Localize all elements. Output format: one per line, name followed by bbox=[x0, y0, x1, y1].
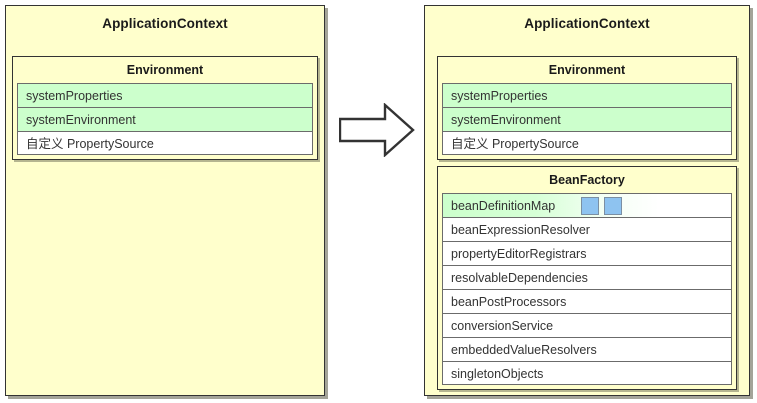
row-label: singletonObjects bbox=[451, 367, 544, 381]
list-item[interactable]: embeddedValueResolvers bbox=[442, 337, 732, 361]
list-item[interactable]: beanDefinitionMap bbox=[442, 193, 732, 217]
list-item[interactable]: singletonObjects bbox=[442, 361, 732, 385]
list-item[interactable]: conversionService bbox=[442, 313, 732, 337]
list-item[interactable]: 自定义 PropertySource bbox=[17, 131, 313, 155]
list-item[interactable]: systemEnvironment bbox=[17, 107, 313, 131]
list-item[interactable]: beanPostProcessors bbox=[442, 289, 732, 313]
environment-title-right: Environment bbox=[548, 63, 626, 77]
row-label: beanDefinitionMap bbox=[451, 199, 556, 213]
application-context-panel-right: ApplicationContext Environment systemPro… bbox=[424, 5, 750, 396]
environment-row-list-left: systemProperties systemEnvironment 自定义 P… bbox=[13, 83, 317, 159]
bean-square-icon bbox=[581, 197, 599, 215]
row-label: 自定义 PropertySource bbox=[26, 137, 154, 151]
panel-title-left: ApplicationContext bbox=[102, 16, 228, 31]
application-context-panel-left: ApplicationContext Environment systemPro… bbox=[5, 5, 325, 396]
list-item[interactable]: systemProperties bbox=[442, 83, 732, 107]
list-item[interactable]: propertyEditorRegistrars bbox=[442, 241, 732, 265]
environment-group-left: Environment systemProperties systemEnvir… bbox=[12, 56, 318, 160]
row-label: 自定义 PropertySource bbox=[451, 137, 579, 151]
environment-row-list-right: systemProperties systemEnvironment 自定义 P… bbox=[438, 83, 736, 159]
list-item[interactable]: systemProperties bbox=[17, 83, 313, 107]
row-label: systemProperties bbox=[26, 89, 123, 103]
row-label: systemEnvironment bbox=[451, 113, 561, 127]
environment-title-left: Environment bbox=[126, 63, 204, 77]
row-label: beanPostProcessors bbox=[451, 295, 567, 309]
bean-factory-title: BeanFactory bbox=[549, 173, 625, 187]
list-item[interactable]: systemEnvironment bbox=[442, 107, 732, 131]
row-label: systemProperties bbox=[451, 89, 548, 103]
bean-factory-row-list: beanDefinitionMap beanExpressionResolver… bbox=[438, 193, 736, 389]
transform-arrow-icon bbox=[339, 103, 415, 157]
row-label: propertyEditorRegistrars bbox=[451, 247, 587, 261]
row-label: systemEnvironment bbox=[26, 113, 136, 127]
list-item[interactable]: beanExpressionResolver bbox=[442, 217, 732, 241]
list-item[interactable]: 自定义 PropertySource bbox=[442, 131, 732, 155]
bean-factory-group: BeanFactory beanDefinitionMap beanExpres… bbox=[437, 166, 737, 390]
panel-title-right: ApplicationContext bbox=[524, 16, 650, 31]
environment-group-right: Environment systemProperties systemEnvir… bbox=[437, 56, 737, 160]
row-label: embeddedValueResolvers bbox=[451, 343, 597, 357]
row-label: beanExpressionResolver bbox=[451, 223, 590, 237]
row-label: conversionService bbox=[451, 319, 554, 333]
list-item[interactable]: resolvableDependencies bbox=[442, 265, 732, 289]
row-label: resolvableDependencies bbox=[451, 271, 588, 285]
bean-definition-squares bbox=[581, 197, 622, 215]
bean-square-icon bbox=[604, 197, 622, 215]
